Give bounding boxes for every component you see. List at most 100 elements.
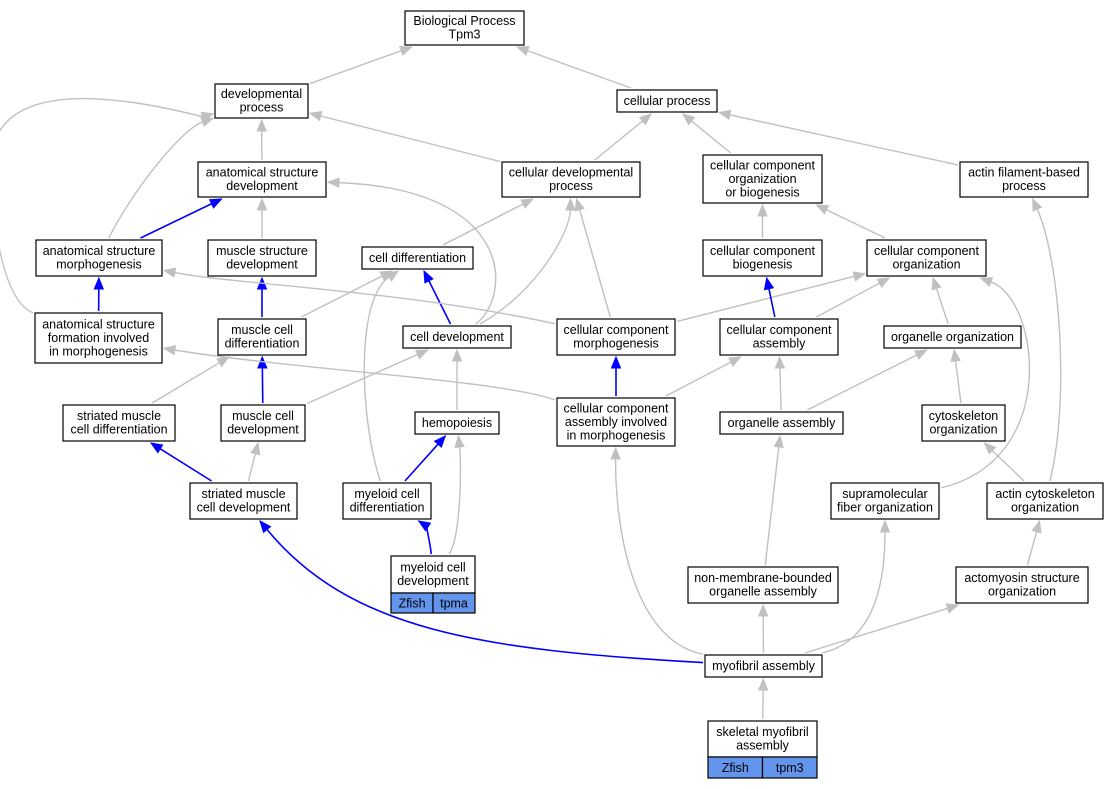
node-oo[interactable]: organelle organization: [883, 325, 1022, 349]
edge-nmboa-to-oa: [764, 446, 780, 566]
arrowhead-cell_proc-to-bp: [515, 45, 530, 56]
node-afbp-label-0: actin filament-based: [968, 166, 1080, 180]
edge-ccm-to-cco: [676, 275, 855, 323]
node-cdp-label-0: cellular developmental: [509, 166, 633, 180]
edge-mycdev-to-hemo: [448, 446, 462, 555]
node-msd-box: [207, 239, 317, 277]
node-cdiff-box: [361, 246, 474, 270]
arrowhead-dev_proc-to-bp: [399, 45, 413, 56]
edge-mycd-to-cdiff: [363, 276, 390, 482]
node-oa-label-0: organelle assembly: [728, 416, 836, 430]
node-smcd-label-1: cell differentiation: [70, 423, 167, 437]
edge-oa-to-oo: [807, 354, 918, 411]
node-asf-label-2: in morphogenesis: [49, 344, 148, 358]
edge-cyto-to-oo: [954, 360, 962, 404]
node-cdiff[interactable]: cell differentiation: [361, 246, 474, 270]
node-mcdev-box: [220, 404, 306, 442]
edge-mfa-to-smcdev: [266, 528, 704, 664]
node-cyto-label-0: cytoskeleton: [929, 409, 999, 423]
arrowhead-cco-to-ccob: [815, 204, 830, 215]
node-asm-label-1: morphogenesis: [56, 258, 141, 272]
node-bp-label-1: Tpm3: [449, 28, 481, 42]
arrowhead-ccaim-to-cca: [728, 356, 742, 367]
node-hemo[interactable]: hemopoiesis: [414, 411, 500, 435]
arrowhead-smfa-to-mfa: [757, 677, 769, 691]
node-asf-box: [34, 312, 163, 364]
node-ccb-label-0: cellular component: [710, 244, 815, 258]
node-ccm-box: [556, 318, 676, 356]
annotation-mycdev-cell-1-box: [432, 592, 476, 614]
edge-mfa-to-sfo: [821, 531, 886, 654]
edge-mfa-to-ccaim: [614, 458, 704, 655]
edge-mcdev-to-celldev: [306, 353, 418, 405]
edge-aco-to-cyto: [991, 450, 1025, 482]
node-mfa[interactable]: myofibril assembly: [704, 654, 823, 678]
edge-smcd-to-mcd: [151, 362, 220, 404]
annotation-mycdev-cell-0-label: Zfish: [398, 597, 425, 611]
edge-cdp-to-cell_proc: [594, 120, 644, 161]
node-oa[interactable]: organelle assembly: [719, 411, 844, 435]
arrowhead-mfa-to-ccaim: [610, 446, 621, 460]
arrowhead-mfa-to-smcdev: [259, 519, 272, 534]
edge-asf-to-dev_proc: [0, 97, 203, 314]
node-mycdev-box: [390, 555, 476, 594]
node-asd-label-1: development: [226, 179, 298, 193]
edge-ccm-to-asm: [174, 271, 556, 325]
arrowhead-aco-to-cyto: [983, 442, 997, 455]
edge-asm-to-asd: [140, 203, 212, 239]
node-smfa-label-0: skeletal myofibril: [716, 725, 808, 739]
arrowhead-asd-to-dev_proc: [256, 118, 267, 132]
node-cell_proc-box: [616, 89, 718, 113]
arrowhead-mfa-to-amso: [945, 603, 960, 614]
arrowhead-mfa-to-nmboa: [757, 603, 769, 617]
node-sfo-label-0: supramolecular: [842, 487, 927, 501]
node-oo-label-0: organelle organization: [891, 330, 1014, 344]
edge-cco-to-ccob: [826, 209, 886, 239]
edge-mycd-to-hemo: [404, 443, 439, 482]
edge-sfo-to-cco: [940, 281, 1031, 489]
node-cell_proc[interactable]: cellular process: [616, 89, 718, 113]
node-dev_proc-label-0: developmental: [221, 87, 302, 101]
node-smfa-box: [707, 720, 818, 758]
arrowhead-ccm-to-cco: [852, 271, 867, 282]
node-amso-label-1: organization: [988, 585, 1056, 599]
edge-smcdev-to-smcd: [159, 448, 213, 482]
edge-celldev-to-cdiff: [428, 280, 452, 325]
edge-cca-to-ccb: [768, 288, 776, 318]
arrowhead-celldev-to-cdp: [565, 197, 576, 211]
node-celldev[interactable]: cell development: [402, 325, 512, 349]
node-amso-box: [955, 566, 1089, 604]
edge-smcdev-to-mcdev: [247, 453, 257, 482]
node-aco-box: [986, 482, 1104, 520]
edge-cca-to-cco: [816, 282, 880, 318]
edge-mcd-to-cdiff: [301, 275, 383, 318]
node-oa-box: [719, 411, 844, 435]
